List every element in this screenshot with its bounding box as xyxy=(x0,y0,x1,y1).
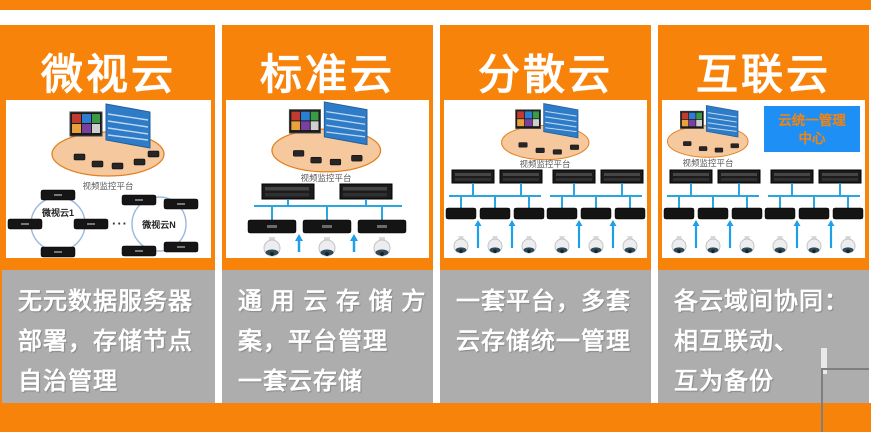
column-header-distributed: 分散云 xyxy=(440,25,651,100)
surveillance-platform-graphic xyxy=(271,101,382,173)
interconnected-description: 各云域间协同： 相互联动、 互为备份 xyxy=(658,270,869,432)
right-white-edge xyxy=(869,25,871,403)
desc-line: 一套平台，多套 xyxy=(456,288,631,315)
column-gap xyxy=(651,25,658,403)
column-gap xyxy=(433,25,440,403)
column-interconnected-cloud: 互联云 视频监控平台 云统一管理 中心 xyxy=(658,25,869,432)
surveillance-platform-graphic xyxy=(501,103,590,161)
ring1-label: 微视云1 xyxy=(41,207,74,218)
desc-line: 无元数据服务器 xyxy=(18,288,193,315)
upload-arrow xyxy=(297,241,356,252)
desc-line: 通 用 云 存 储 方 xyxy=(238,288,427,315)
dome-camera-graphic xyxy=(263,237,391,257)
storage-cluster-group xyxy=(663,169,763,254)
storage-cluster-group xyxy=(445,169,545,254)
standard-cloud-diagram: 视频监控平台 xyxy=(226,100,429,258)
edge-sliver-artifact xyxy=(821,348,827,374)
ring2-label: 微视云N xyxy=(141,219,176,230)
distributed-cloud-diagram: 视频监控平台 xyxy=(444,100,647,258)
column-gap xyxy=(215,25,222,403)
desc-line: 相互联动、 xyxy=(674,328,799,355)
callout-line-artifact xyxy=(821,368,869,432)
desc-line: 案，平台管理 xyxy=(238,328,388,355)
platform-label: 视频监控平台 xyxy=(682,158,733,168)
interconnected-cloud-diagram: 视频监控平台 云统一管理 中心 xyxy=(662,100,865,258)
desc-line: 互为备份 xyxy=(674,368,774,395)
ellipsis-dots: ··· xyxy=(112,216,128,231)
microview-cloud-diagram: 视频监控平台 微视云1 ··· 微视云N xyxy=(6,100,211,258)
mgmt-center-label-line2: 中心 xyxy=(799,130,827,146)
column-distributed-cloud: 分散云 视频监控平台 xyxy=(440,25,651,403)
column-header-microview: 微视云 xyxy=(2,25,215,100)
unified-management-center-box xyxy=(764,106,860,152)
storage-cluster-group xyxy=(546,169,646,254)
desc-line: 部署，存储节点 xyxy=(18,328,193,355)
distributed-description: 一套平台，多套 云存储统一管理 xyxy=(440,270,651,403)
platform-label: 视频监控平台 xyxy=(519,159,570,169)
desc-line: 云存储统一管理 xyxy=(456,328,631,355)
storage-cluster-group xyxy=(764,169,864,254)
surveillance-platform-graphic xyxy=(51,103,165,177)
surveillance-platform-graphic xyxy=(666,105,749,158)
management-server-graphic xyxy=(261,183,393,200)
cluster-ring-2 xyxy=(131,196,187,252)
desc-line: 各云域间协同： xyxy=(674,288,849,315)
platform-label: 视频监控平台 xyxy=(300,173,351,183)
column-header-interconnected: 互联云 xyxy=(658,25,869,100)
network-bus-line xyxy=(254,199,402,220)
column-header-standard: 标准云 xyxy=(222,25,433,100)
mgmt-center-label-line1: 云统一管理 xyxy=(778,112,846,128)
column-standard-cloud: 标准云 视频监控平台 xyxy=(222,25,433,403)
platform-label: 视频监控平台 xyxy=(82,181,133,191)
desc-line: 自治管理 xyxy=(18,368,118,395)
desc-line: 一套云存储 xyxy=(238,368,363,395)
standard-description: 通 用 云 存 储 方 案，平台管理 一套云存储 xyxy=(222,270,433,403)
column-microview-cloud: 微视云 视频监控平台 xyxy=(2,25,215,403)
microview-description: 无元数据服务器 部署，存储节点 自治管理 xyxy=(2,270,215,403)
top-white-strip xyxy=(0,10,871,25)
